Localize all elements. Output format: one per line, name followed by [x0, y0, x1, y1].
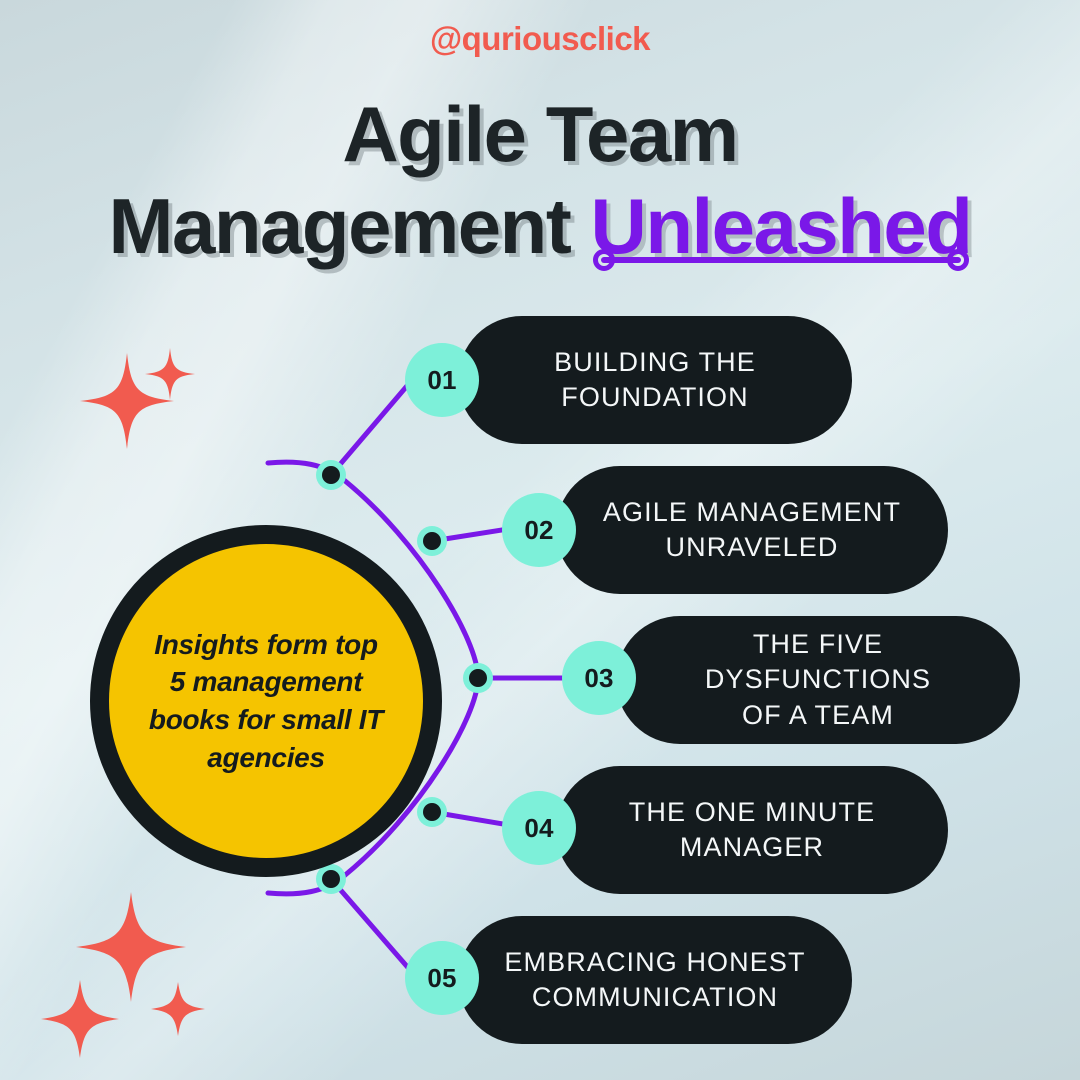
item-badge-02[interactable]: 02: [502, 493, 576, 567]
sparkle-small-icon: [151, 982, 205, 1036]
item-label-03-line1: THE FIVE DYSFUNCTIONS: [704, 629, 932, 695]
item-badge-05[interactable]: 05: [405, 941, 479, 1015]
title-underline-rule: [593, 249, 969, 271]
item-badge-04[interactable]: 04: [502, 791, 576, 865]
item-label-04-line1: THE ONE MINUTE: [628, 796, 876, 827]
item-label-03-line2: OF A TEAM: [742, 699, 894, 730]
item-badge-03[interactable]: 03: [562, 641, 636, 715]
title-line-2: Management Unleashed: [0, 180, 1080, 272]
item-label-02-line2: UNRAVELED: [665, 532, 839, 562]
item-label-04: THE ONE MINUTE MANAGER: [629, 795, 875, 865]
title-line-2-main: Management: [108, 182, 572, 271]
sparkle-small-icon: [145, 348, 195, 400]
hub-text: Insights form top 5 management books for…: [148, 628, 384, 773]
sparkle-cluster-top-left: [80, 348, 195, 449]
node-dot-02: [417, 526, 447, 556]
item-number-02: 02: [524, 514, 554, 545]
node-dot-01: [316, 460, 346, 490]
node-dot-03: [463, 663, 493, 693]
item-badge-01[interactable]: 01: [405, 343, 479, 417]
underline-endpoint-right-icon: [947, 249, 969, 271]
title-accent-word: Unleashed: [590, 182, 972, 271]
item-number-04: 04: [524, 812, 554, 843]
sparkle-cluster-bottom-left: [41, 892, 205, 1058]
item-number-01: 01: [427, 364, 457, 395]
item-label-03: THE FIVE DYSFUNCTIONS OF A TEAM: [650, 627, 986, 732]
node-dot-05: [316, 864, 346, 894]
item-label-02: AGILE MANAGEMENT UNRAVELED: [603, 495, 901, 565]
item-number-05: 05: [427, 962, 457, 993]
item-card-04[interactable]: THE ONE MINUTE MANAGER: [556, 766, 948, 894]
central-hub: Insights form top 5 management books for…: [90, 525, 442, 877]
item-label-01-line2: FOUNDATION: [561, 382, 749, 412]
item-card-05[interactable]: EMBRACING HONEST COMMUNICATION: [458, 916, 852, 1044]
sparkle-medium-icon: [41, 980, 119, 1058]
item-label-05: EMBRACING HONEST COMMUNICATION: [504, 945, 805, 1015]
social-handle: @quriousclick: [429, 20, 651, 57]
item-label-01-line1: BUILDING THE: [554, 346, 756, 377]
item-card-03[interactable]: THE FIVE DYSFUNCTIONS OF A TEAM: [616, 616, 1020, 744]
underline-endpoint-left-icon: [593, 249, 615, 271]
item-card-02[interactable]: AGILE MANAGEMENT UNRAVELED: [556, 466, 948, 594]
item-label-02-line1: AGILE MANAGEMENT: [602, 496, 902, 527]
item-number-03: 03: [584, 662, 614, 693]
item-label-05-line1: EMBRACING HONEST: [504, 946, 806, 977]
sparkle-large-icon: [80, 353, 174, 449]
item-label-01: BUILDING THE FOUNDATION: [554, 345, 756, 415]
sparkle-large-icon: [76, 892, 186, 1002]
node-dot-04: [417, 797, 447, 827]
item-label-04-line2: MANAGER: [679, 832, 825, 862]
item-card-01[interactable]: BUILDING THE FOUNDATION: [458, 316, 852, 444]
title-line-1: Agile Team: [342, 90, 739, 178]
page-title: Agile Team Management Unleashed: [0, 88, 1080, 272]
item-label-05-line2: COMMUNICATION: [531, 982, 779, 1012]
